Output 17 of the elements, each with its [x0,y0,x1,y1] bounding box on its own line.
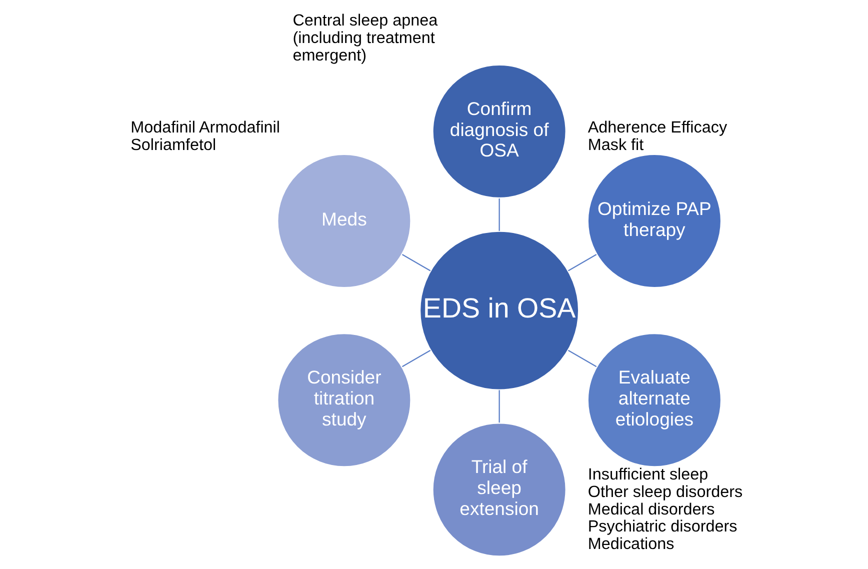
connector [567,254,596,272]
node-label: Modafinil Armodafinil Solriamfetol [130,118,280,154]
connector [498,198,500,231]
node-circle: Consider titration study [276,332,411,468]
node-circle: Evaluate alternate etiologies [586,332,722,468]
node-circle: Trial of sleep extension [432,422,566,557]
node-label: Central sleep apnea (including treatment emergent) [292,12,438,64]
node-label: Insufficient sleep Other sleep disorders Medical disorders Psychiatric disorders Medications [587,466,742,554]
connector [401,254,430,272]
node-circle: Meds [276,154,411,288]
node-label: Adherence Efficacy Mask fit [587,118,727,154]
connector [401,350,430,368]
connector [567,350,596,368]
node-circle: EDS in OSA [418,230,579,390]
node-circle: Optimize PAP therapy [586,154,722,288]
connector [498,390,500,423]
node-circle: Confirm diagnosis of OSA [432,64,566,199]
